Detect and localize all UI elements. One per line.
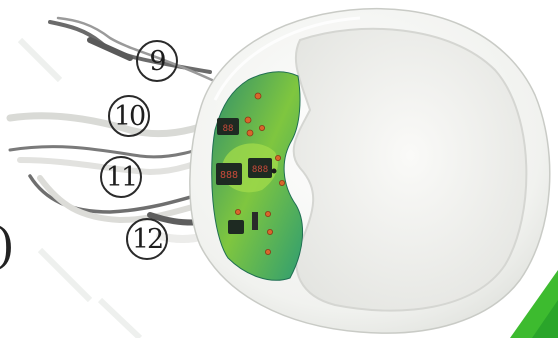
led-display-top: 88: [217, 118, 239, 135]
led-display-right: 888: [248, 158, 272, 178]
callout-9: 9: [136, 40, 178, 82]
status-dot: [272, 169, 277, 174]
svg-text:888: 888: [252, 165, 268, 175]
callout-12: 12: [126, 218, 168, 260]
basin-inner-bowl: [294, 29, 527, 311]
partial-parenthesis-glyph: ): [0, 218, 15, 274]
svg-text:88: 88: [223, 124, 234, 134]
svg-text:888: 888: [220, 170, 238, 181]
led-display-left: 888: [216, 163, 242, 185]
callout-10: 10: [108, 95, 150, 137]
callout-11: 11: [100, 156, 142, 198]
